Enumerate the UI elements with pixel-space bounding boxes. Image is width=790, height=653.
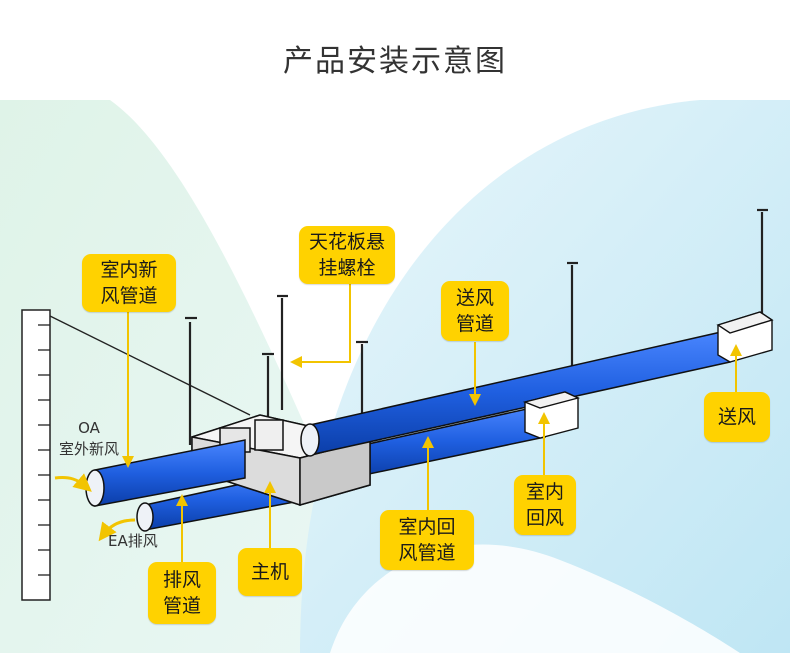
- callout-indoor-return: 室内 回风: [514, 475, 576, 535]
- page-title: 产品安装示意图: [283, 44, 507, 79]
- leader-lines: [122, 282, 742, 562]
- label-ea: EA排风: [108, 532, 158, 550]
- callout-supply-duct-text: 送风 管道: [455, 287, 494, 335]
- wall-ruler: [21, 309, 51, 601]
- oa-arrow: [54, 473, 92, 492]
- callout-main-unit-text: 主机: [250, 561, 289, 583]
- hanging-bolts: [185, 208, 768, 470]
- label-oa: OA 室外新风: [58, 419, 119, 458]
- callout-indoor-fresh-duct: 室内新 风管道: [82, 254, 176, 312]
- callout-supply-air: 送风: [704, 392, 770, 442]
- ea-arrow: [98, 518, 136, 542]
- return-grille-box: [522, 391, 581, 439]
- callout-main-unit: 主机: [238, 548, 302, 596]
- callout-indoor-return-duct-text: 室内回 风管道: [398, 516, 456, 564]
- callout-indoor-fresh-duct-text: 室内新 风管道: [100, 259, 158, 307]
- callout-ceiling-bolt: 天花板悬 挂螺栓: [299, 226, 395, 284]
- callout-exhaust-duct: 排风 管道: [148, 562, 216, 624]
- callout-ceiling-bolt-text: 天花板悬 挂螺栓: [308, 231, 385, 279]
- callout-exhaust-duct-text: 排风 管道: [162, 569, 201, 617]
- background-white-hill: [330, 544, 740, 653]
- callout-supply-duct: 送风 管道: [441, 281, 509, 341]
- callout-indoor-return-duct: 室内回 风管道: [380, 510, 474, 570]
- callout-supply-air-text: 送风: [717, 406, 756, 428]
- callout-indoor-return-text: 室内 回风: [525, 481, 564, 529]
- background-green-shape: [0, 100, 330, 653]
